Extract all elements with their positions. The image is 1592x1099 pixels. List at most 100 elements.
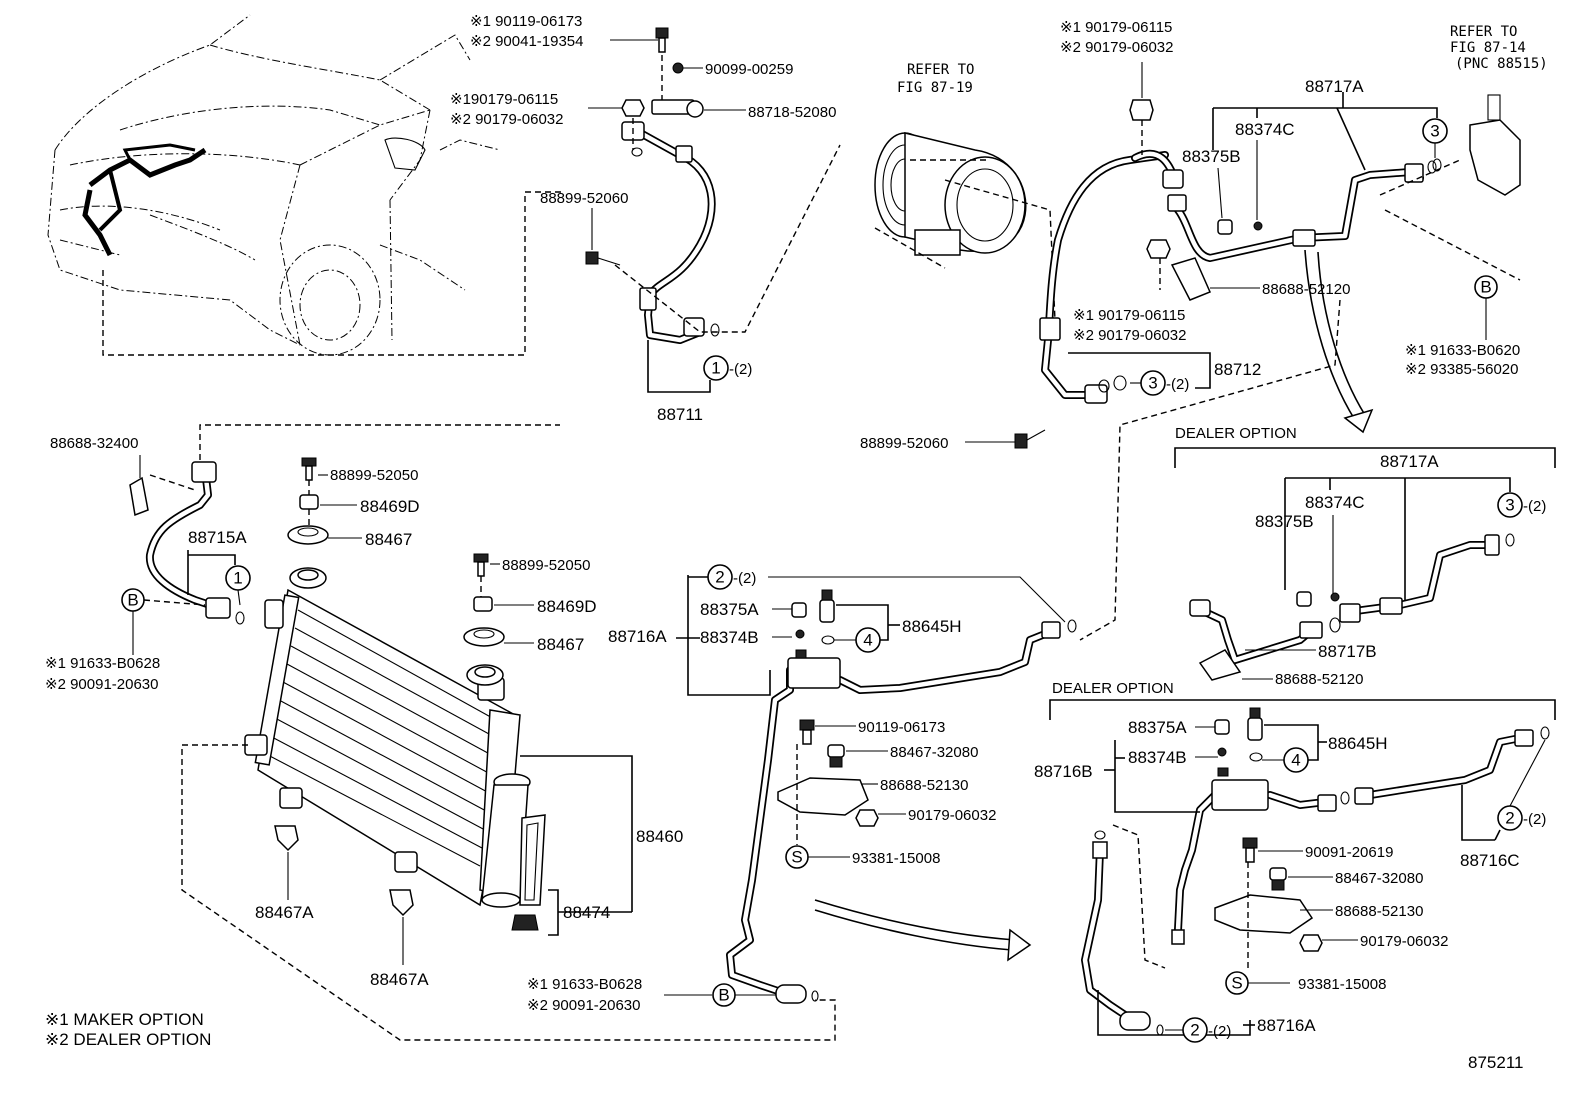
callout-b-bottom-text: B	[718, 986, 729, 1005]
label-d2-90179-06032: 90179-06032	[1360, 933, 1448, 950]
hose-88711	[585, 27, 720, 344]
label-90179-06032: 90179-06032	[908, 807, 996, 824]
ref-fig-87-19-line2: FIG 87-19	[897, 80, 973, 96]
pipe-88716B	[1081, 707, 1550, 1036]
label-90099-00259: 90099-00259	[705, 61, 793, 78]
callout-3-mid-text: 3	[1148, 374, 1157, 393]
label-mid-nut-2: ※2 90179-06032	[1073, 327, 1187, 344]
dash-condenser-frame	[181, 744, 836, 1041]
bolt-icon	[1014, 433, 1028, 449]
label-b-left-2: ※2 90091-20630	[45, 676, 159, 693]
label-88899-52050-b: 88899-52050	[502, 557, 590, 574]
label-d1-88717A: 88717A	[1380, 452, 1439, 471]
label-88467-32080: 88467-32080	[890, 744, 978, 761]
ref-fig-87-14-line2: FIG 87-14	[1450, 40, 1526, 56]
label-comp-nut-1: ※1 90179-06115	[1060, 19, 1172, 36]
pipe-88717B	[1189, 533, 1515, 681]
condenser	[244, 457, 546, 931]
label-d1-88375B: 88375B	[1255, 512, 1314, 531]
label-88899-52050-a: 88899-52050	[330, 467, 418, 484]
callout-4-center-text: 4	[863, 631, 872, 650]
label-88688-52120: 88688-52120	[1262, 281, 1350, 298]
label-d2-88716B: 88716B	[1034, 762, 1093, 781]
vehicle-outline	[47, 14, 501, 356]
label-88467A-2: 88467A	[370, 970, 429, 989]
label-88899-52060-top: 88899-52060	[540, 190, 628, 207]
leader-car-to-condenser	[199, 424, 560, 460]
label-93381-15008: 93381-15008	[852, 850, 940, 867]
hose-88712	[1039, 149, 1184, 404]
label-88374C: 88374C	[1235, 120, 1295, 139]
label-b-bottom-2: ※2 90091-20630	[527, 997, 641, 1014]
legend-dealer-option: ※2 DEALER OPTION	[45, 1030, 211, 1049]
label-88474: 88474	[563, 903, 610, 922]
label-top-bolt-2: ※2 90041-19354	[470, 33, 584, 50]
label-d2-90091-20619: 90091-20619	[1305, 844, 1393, 861]
label-b-right-1: ※1 91633-B0620	[1405, 342, 1520, 359]
dealer-option-2-bracket	[1049, 699, 1556, 720]
callout-1-top-text: 1	[711, 359, 720, 378]
callout-s-dealer-text: S	[1231, 974, 1242, 993]
bracket-88716A	[687, 575, 771, 696]
label-88711: 88711	[657, 405, 703, 424]
callout-3-dealer	[1497, 492, 1523, 518]
callout-1-top-qty: -(2)	[729, 361, 752, 378]
label-d2-88374B: 88374B	[1128, 748, 1187, 767]
label-d2-88716C: 88716C	[1460, 851, 1520, 870]
callout-2-dealer-bottom-text: 2	[1190, 1021, 1199, 1040]
dash-hose-to-comp	[614, 144, 841, 333]
label-top-bolt-1: ※1 90119-06173	[470, 13, 582, 30]
figure-number: 875211	[1468, 1053, 1523, 1072]
callout-b-right-text: B	[1480, 278, 1491, 297]
pipe-88717A	[1146, 94, 1521, 301]
legend-maker-option: ※1 MAKER OPTION	[45, 1010, 204, 1029]
label-b-left-1: ※1 91633-B0628	[45, 655, 160, 672]
label-88717A: 88717A	[1305, 77, 1364, 96]
dealer-option-1-title: DEALER OPTION	[1175, 425, 1297, 442]
dash-88712-to-88716A	[1079, 299, 1341, 641]
callout-2-center-text: 2	[715, 568, 724, 587]
callout-2-dealer-right-text: 2	[1505, 809, 1514, 828]
dash-valve	[1379, 159, 1461, 196]
hose-88715A	[129, 461, 245, 625]
label-top-nut-1: ※190179-06115	[450, 91, 558, 108]
dash-d2-pipe	[1112, 824, 1166, 969]
label-b-bottom-1: ※1 91633-B0628	[527, 976, 642, 993]
label-88688-32400: 88688-32400	[50, 435, 138, 452]
callout-3-top-text: 3	[1430, 122, 1439, 141]
label-d1-88688-52120: 88688-52120	[1275, 671, 1363, 688]
label-88467A-1: 88467A	[255, 903, 314, 922]
callout-1-left-text: 1	[233, 569, 242, 588]
callout-b-left-text: B	[127, 591, 138, 610]
label-d1-88717B: 88717B	[1318, 642, 1377, 661]
label-88469D-b: 88469D	[537, 597, 597, 616]
label-d1-88374C: 88374C	[1305, 493, 1365, 512]
callout-3-mid-qty: -(2)	[1166, 376, 1189, 393]
callout-1-top	[703, 355, 729, 381]
label-88467-a: 88467	[365, 530, 412, 549]
label-d2-88375A: 88375A	[1128, 718, 1187, 737]
arrow-to-dealer-option-2	[814, 899, 1016, 941]
label-88467-b: 88467	[537, 635, 584, 654]
label-d2-88467-32080: 88467-32080	[1335, 870, 1423, 887]
label-top-nut-2: ※2 90179-06032	[450, 111, 564, 128]
label-comp-nut-2: ※2 90179-06032	[1060, 39, 1174, 56]
dealer-option-2-title: DEALER OPTION	[1052, 680, 1174, 697]
label-d2-88645H: 88645H	[1328, 734, 1388, 753]
label-d2-93381-15008: 93381-15008	[1298, 976, 1386, 993]
callout-3-dealer-qty: -(2)	[1523, 498, 1546, 515]
compressor: REFER TO FIG 87-19	[874, 62, 1027, 256]
label-88645H: 88645H	[902, 617, 962, 636]
label-88899-52060-mid: 88899-52060	[860, 435, 948, 452]
label-mid-nut-1: ※1 90179-06115	[1073, 307, 1185, 324]
label-88469D-a: 88469D	[360, 497, 420, 516]
label-88688-52130: 88688-52130	[880, 777, 968, 794]
label-d2-88716A: 88716A	[1257, 1016, 1316, 1035]
label-90119-06173: 90119-06173	[858, 719, 945, 736]
dash-comp-left	[874, 227, 946, 269]
label-b-right-2: ※2 93385-56020	[1405, 361, 1519, 378]
callout-2-center-qty: -(2)	[733, 570, 756, 587]
callout-s-center-text: S	[791, 848, 802, 867]
dealer-option-1-bracket	[1174, 447, 1556, 468]
